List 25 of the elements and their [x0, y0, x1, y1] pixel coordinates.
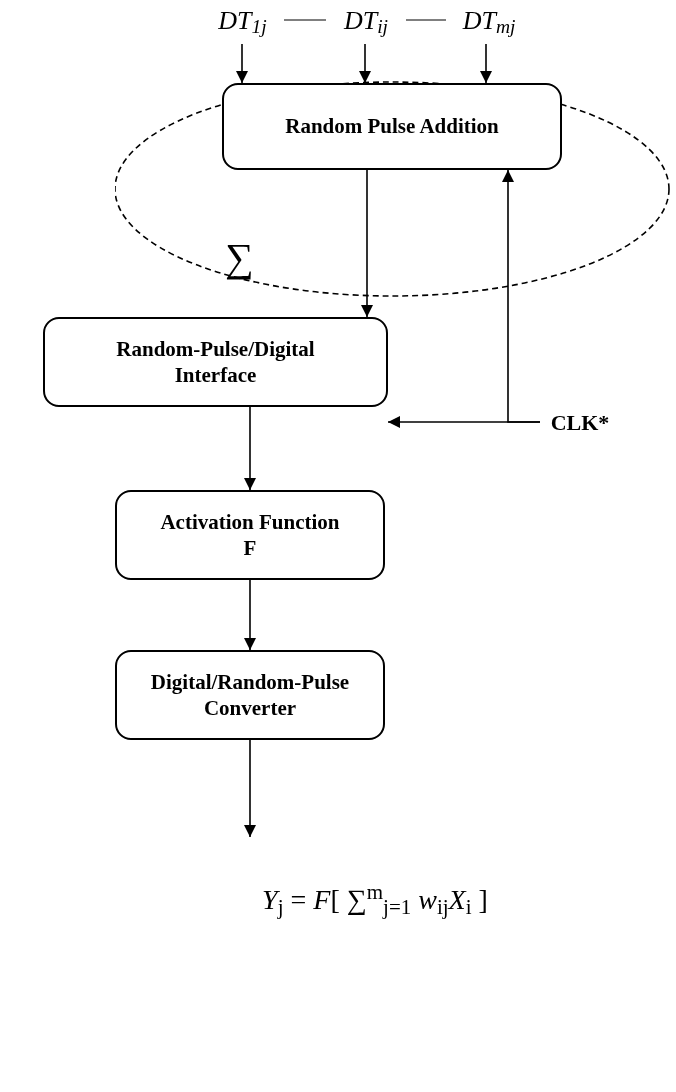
arrow [361, 169, 373, 318]
box-label: Digital/Random-Pulse Converter [149, 668, 351, 722]
input-label: DT$_{mj}$ [462, 4, 516, 40]
arrow [244, 406, 256, 491]
arrow [244, 739, 256, 838]
connector-line [283, 19, 327, 21]
box-label: Random-Pulse/Digital Interface [115, 335, 316, 389]
process-box [222, 83, 562, 170]
output-formula: Y$_{j}$ = F[ ∑$^{m}$$_{j=1}$ w$_{ij}$X$_{i}$ ] [262, 879, 488, 921]
arrow [244, 579, 256, 651]
box-label: Activation Function [160, 508, 340, 535]
arrow [359, 43, 371, 84]
process-box [115, 650, 385, 740]
process-box [115, 490, 385, 580]
box-label: F [243, 535, 257, 562]
input-label: DT$_{ij}$ [343, 4, 389, 40]
process-box [43, 317, 388, 407]
arrow [387, 416, 541, 428]
box-label: Random Pulse Addition [285, 113, 499, 140]
clock-label: CLK* [550, 408, 610, 437]
arrow [236, 43, 248, 84]
connector-line [405, 19, 447, 21]
arrow [480, 43, 492, 84]
summation-symbol: ∑ [225, 238, 254, 278]
input-label: DT$_{1j}$ [218, 4, 267, 40]
